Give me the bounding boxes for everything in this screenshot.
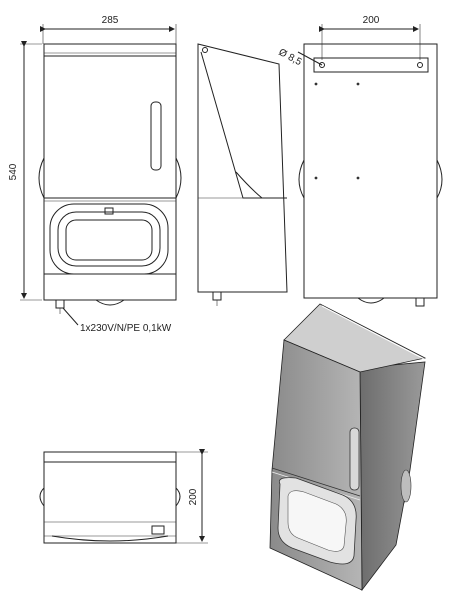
electrical-leader-line	[62, 307, 79, 326]
hole-leader-line	[297, 51, 323, 66]
iso-window-slot	[349, 427, 360, 491]
front-width-label: 285	[102, 15, 119, 26]
top-view: 200	[39, 449, 208, 544]
top-depth-label: 200	[188, 488, 199, 505]
iso-side-face	[359, 361, 426, 592]
top-body	[43, 451, 177, 544]
front-window-slot	[150, 101, 162, 171]
back-view: 200 Ø 8,5	[277, 15, 443, 307]
hole-diameter-label: Ø 8,5	[277, 47, 304, 68]
back-hole-spacing-label: 200	[363, 15, 380, 26]
front-view: 285 540 1x230V/N/PE 0,1kW	[8, 15, 182, 334]
side-body	[197, 43, 288, 293]
back-body	[303, 43, 438, 299]
back-mounting-rail	[313, 57, 429, 73]
isometric-view	[269, 303, 427, 592]
side-view	[197, 43, 288, 306]
electrical-label: 1x230V/N/PE 0,1kW	[80, 323, 172, 334]
front-height-label: 540	[8, 163, 19, 180]
